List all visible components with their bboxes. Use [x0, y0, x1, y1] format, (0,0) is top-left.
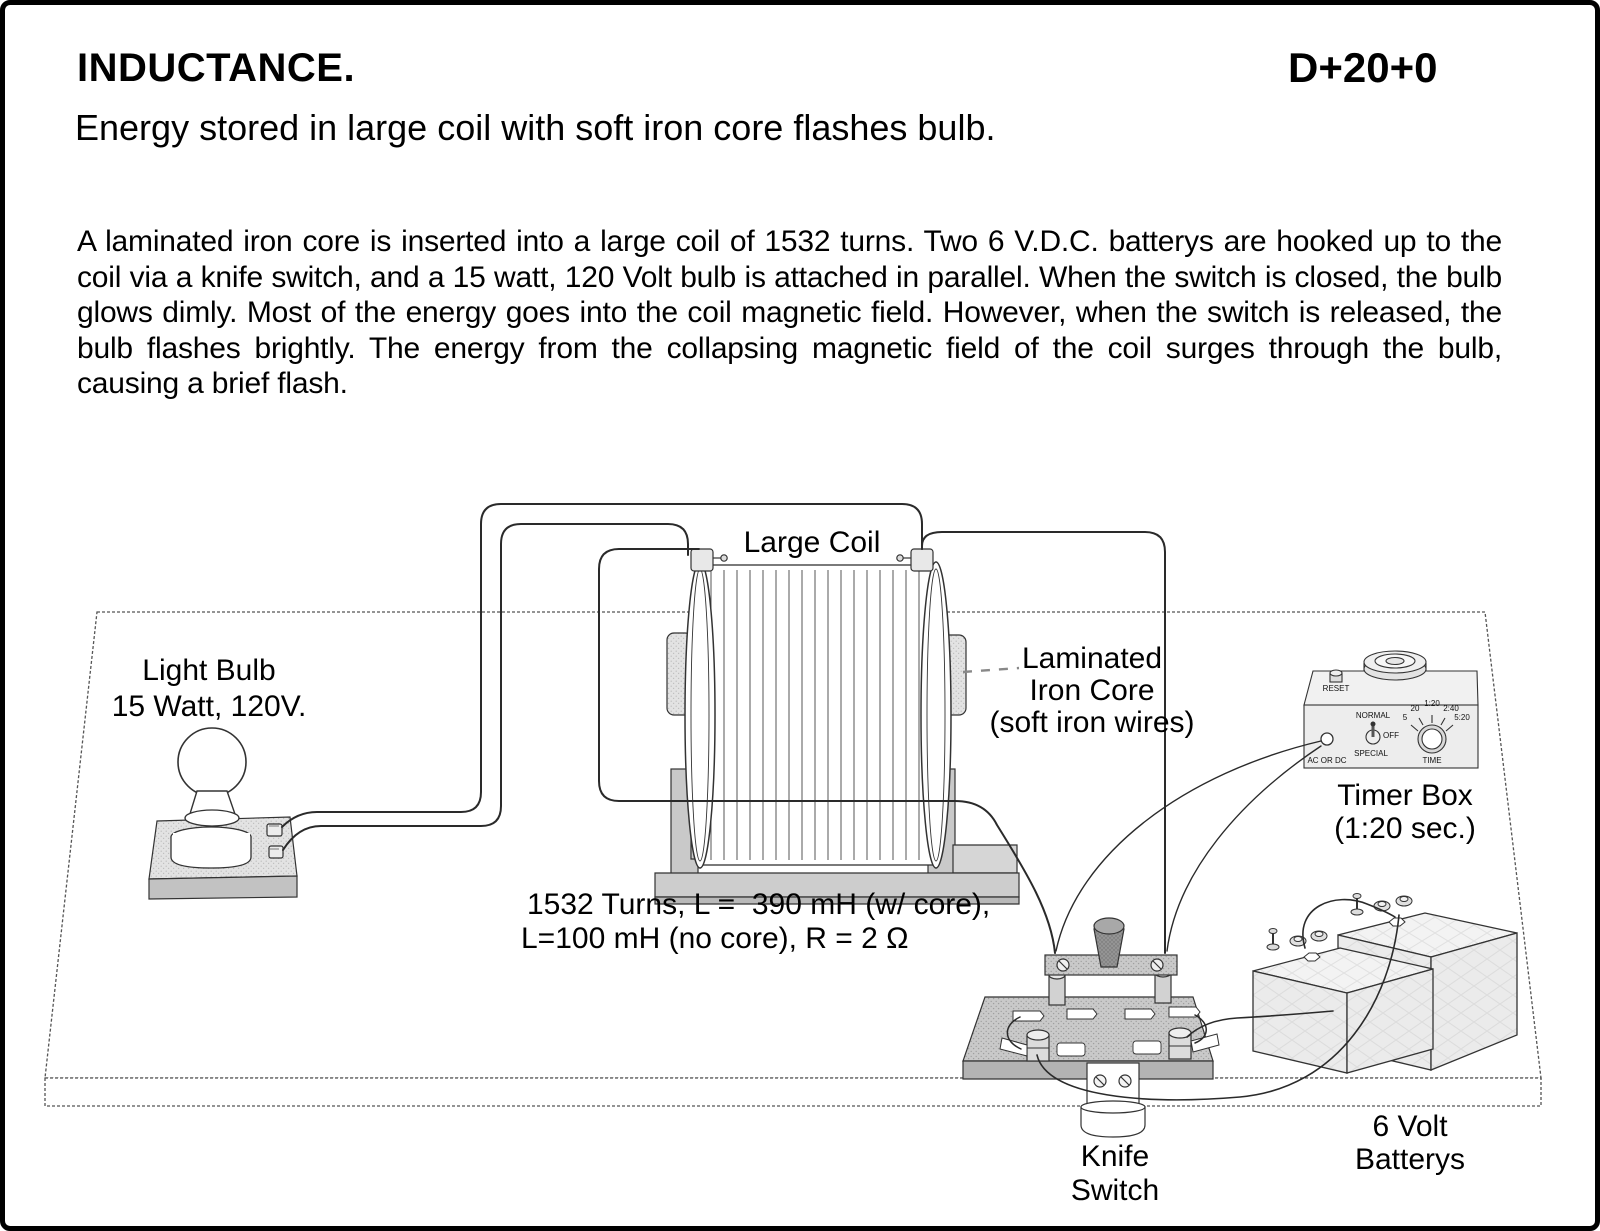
wire-switch-loop-left — [1006, 1016, 1022, 1050]
wire-timer-2 — [1166, 745, 1322, 952]
timer-ac-dc-label: AC OR DC — [1307, 756, 1347, 765]
page-subtitle: Energy stored in large coil with soft ir… — [75, 107, 996, 148]
wire-switch-loop-right — [1194, 1014, 1207, 1044]
wire-battery-jumper — [1302, 898, 1396, 949]
timer-off-label: OFF — [1383, 731, 1399, 740]
circuit-wires — [281, 503, 1400, 1101]
battery-label-line2: Batterys — [1354, 1143, 1466, 1176]
switch-label-line2: Switch — [1070, 1174, 1160, 1207]
timer-special-label: SPECIAL — [1354, 749, 1388, 758]
wire-switch-to-right-battery — [1036, 914, 1400, 1101]
core-label-line2: Iron Core — [1029, 674, 1155, 707]
description-paragraph: A laminated iron core is inserted into a… — [77, 225, 1502, 400]
core-label-line1: Laminated — [1021, 642, 1163, 675]
wire-coil-right-to-switch — [921, 531, 1166, 954]
timer-dial-mark-520: 5:20 — [1454, 713, 1470, 722]
timer-dial-mark-240: 2:40 — [1443, 704, 1459, 713]
timer-time-label: TIME — [1422, 756, 1442, 765]
wire-timer-1 — [1055, 740, 1322, 952]
coil-spec-line2: L=100 mH (no core), R = 2 Ω — [521, 922, 909, 955]
light-bulb — [148, 727, 298, 900]
wire-switch-to-left-battery — [1186, 1010, 1334, 1038]
switch-front-terminals — [999, 1027, 1220, 1062]
timer-label-line1: Timer Box — [1337, 779, 1473, 812]
wire-coil-left-to-switch — [598, 548, 1056, 954]
timer-dial-mark-120: 1:20 — [1424, 699, 1440, 708]
bulb-label-line1: Light Bulb — [142, 654, 276, 687]
large-coil — [684, 548, 952, 869]
timer-box — [1303, 650, 1479, 769]
page-title: INDUCTANCE. — [77, 46, 356, 90]
bulb-label-line2: 15 Watt, 120V. — [111, 690, 307, 723]
knife-switch — [962, 917, 1220, 1138]
catalog-code: D+20+0 — [1288, 44, 1438, 91]
timer-normal-label: NORMAL — [1355, 711, 1391, 720]
coil-spec-line1: 1532 Turns, L = 390 mH (w/ core), — [527, 888, 991, 921]
timer-dial-mark-5: 5 — [1402, 713, 1408, 722]
core-label-line3: (soft iron wires) — [989, 706, 1195, 739]
diagram-canvas — [44, 503, 1542, 1138]
battery-left — [1252, 928, 1434, 1074]
battery-label-line1: 6 Volt — [1372, 1110, 1448, 1143]
timer-reset-label: RESET — [1322, 684, 1350, 693]
switch-back-clips — [1012, 1006, 1201, 1022]
switch-clamp — [1080, 1062, 1146, 1138]
wire-bulb-to-coil-right — [281, 503, 923, 828]
switch-label-line1: Knife — [1080, 1140, 1150, 1173]
switch-handle — [1093, 917, 1125, 968]
timer-label-line2: (1:20 sec.) — [1334, 812, 1476, 845]
large-coil-label: Large Coil — [743, 526, 881, 559]
batteries — [1252, 893, 1518, 1074]
timer-dial-mark-20: 20 — [1410, 704, 1420, 713]
wire-bulb-to-coil-left — [282, 523, 689, 851]
